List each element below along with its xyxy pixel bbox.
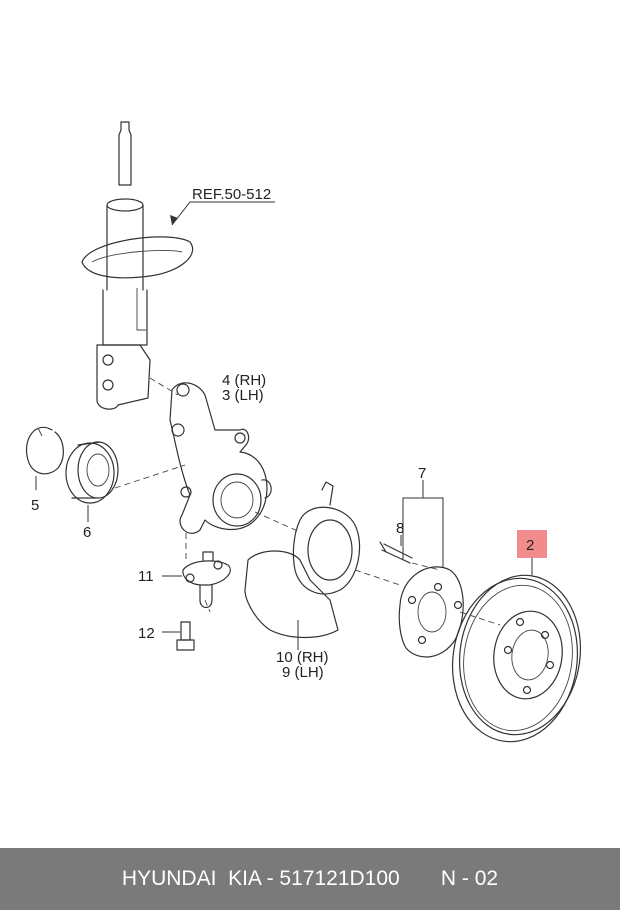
label-part-8: 8: [396, 520, 404, 537]
strut-assembly: [81, 121, 194, 410]
highlight-box: [517, 530, 547, 558]
footer-page: N - 02: [440, 867, 499, 890]
dust-cover: [244, 481, 361, 639]
label-part-9: 9 (LH): [282, 664, 324, 681]
exploded-parts-diagram: REF.50-512: [26, 121, 582, 743]
steering-knuckle: [169, 382, 272, 534]
label-part-6: 6: [83, 524, 91, 541]
callout-leaders: [35, 476, 533, 650]
ball-joint: [182, 551, 231, 609]
label-part-7: 7: [418, 465, 426, 482]
label-part-10: 10 (RH): [276, 649, 329, 666]
label-part-5: 5: [31, 497, 39, 514]
ref-callout: REF.50-512: [170, 186, 275, 226]
ref-label: REF.50-512: [192, 186, 271, 203]
wheel-hub: [379, 541, 464, 658]
footer-spacer: [406, 867, 435, 891]
highlighted-part-2[interactable]: 2: [517, 530, 547, 558]
footer-bar: HYUNDAI KIA - 517121D100 N - 02: [0, 848, 620, 910]
snap-ring: [26, 426, 64, 475]
label-part-12: 12: [138, 625, 155, 642]
assembly-axis-lines: [114, 377, 501, 626]
part-numbers: 4 (RH) 3 (LH) 7 8 5 6 11 12 10 (RH) 9 (L…: [31, 372, 426, 681]
brake-disc: [451, 574, 582, 743]
label-part-3: 3 (LH): [222, 387, 264, 404]
bolt: [176, 621, 195, 651]
label-part-11: 11: [138, 568, 154, 585]
label-part-4: 4 (RH): [222, 372, 266, 389]
wheel-bearing: [65, 441, 119, 504]
footer-brand-part: HYUNDAI KIA - 517121D100: [121, 867, 400, 890]
label-part-2: 2: [526, 537, 534, 554]
